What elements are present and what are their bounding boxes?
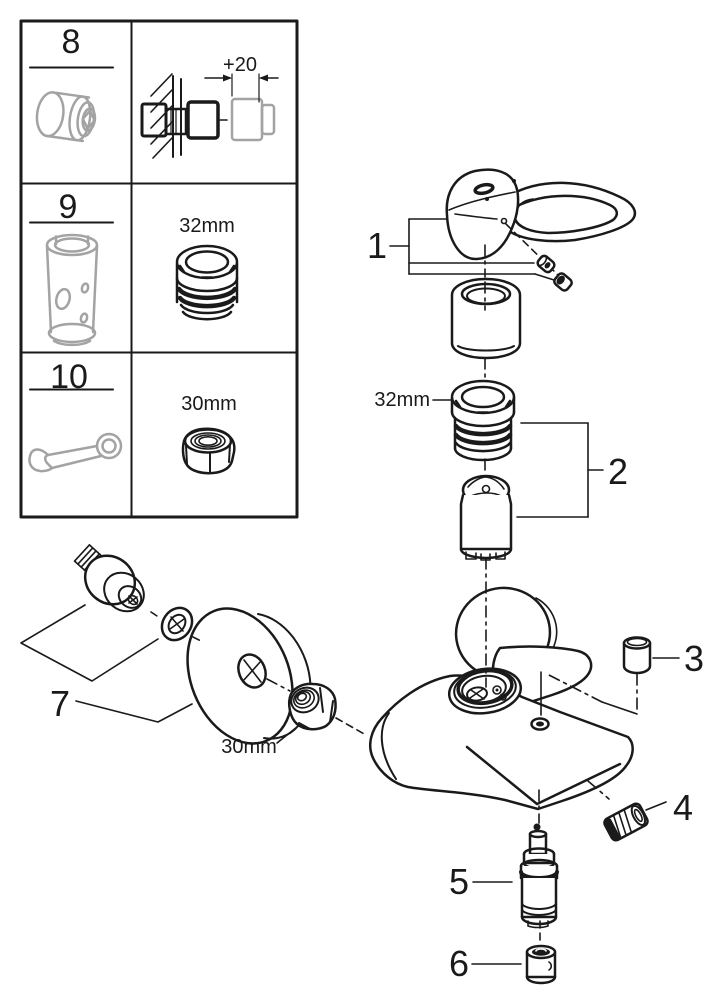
filter-washer-drawing xyxy=(160,606,194,642)
socket-sleeve-tool-icon xyxy=(45,233,99,347)
tool-table: 8 xyxy=(19,19,299,519)
handle-cap-drawing xyxy=(450,277,522,360)
union-nut-size-label: 30mm xyxy=(221,736,277,758)
union-nut-size-leader xyxy=(276,726,298,744)
callout-5: 5 xyxy=(449,861,469,902)
callout-6: 6 xyxy=(449,943,469,984)
wall-mount-extension-diagram-icon: +20 xyxy=(140,54,279,159)
diverter-cartridge-drawing xyxy=(519,823,559,929)
cartridge-ring-nut-icon xyxy=(175,244,239,321)
callout-2: 2 xyxy=(608,451,628,492)
lever-handle-drawing xyxy=(445,168,637,261)
extension-dimension-label: +20 xyxy=(223,54,257,76)
callout-4: 4 xyxy=(673,787,693,828)
cartridge-nut-size-label: 32mm xyxy=(374,389,430,411)
hex-nut-icon xyxy=(181,427,236,475)
s-union-drawing xyxy=(73,544,145,613)
cartridge-drawing xyxy=(459,474,513,561)
handle-screw-drawing xyxy=(536,254,556,274)
table-item-number-9: 9 xyxy=(59,188,78,226)
exploded-view: 1 2 3 4 5 6 7 32mm 30mm xyxy=(20,168,704,985)
ring-nut-size-label: 32mm xyxy=(179,215,235,237)
callout-3: 3 xyxy=(684,638,704,679)
open-end-wrench-icon xyxy=(28,432,123,473)
callout-2-leader xyxy=(516,422,604,518)
aerator-insert-drawing xyxy=(603,802,649,842)
hex-nut-size-label: 30mm xyxy=(181,393,237,415)
handle-plug-drawing xyxy=(553,272,573,292)
ring-nut-drawing xyxy=(450,379,516,462)
callout-7: 7 xyxy=(50,683,70,724)
union-nut-drawing xyxy=(288,682,337,731)
callouts: 1 2 3 4 5 6 7 32mm 30mm xyxy=(20,218,704,984)
stop-ring-hole xyxy=(530,717,550,731)
faucet-body-drawing xyxy=(369,586,634,811)
callout-1: 1 xyxy=(367,225,387,266)
axis-lines xyxy=(150,223,638,945)
stop-ring-plug-drawing xyxy=(622,636,652,675)
table-item-number-8: 8 xyxy=(62,23,81,61)
cartridge-seat xyxy=(447,667,523,715)
extension-coupling-icon xyxy=(35,91,97,143)
callout-1-leader xyxy=(389,218,555,281)
callout-4-leader xyxy=(645,801,667,811)
check-valve-drawing xyxy=(525,944,557,985)
callout-7-leader xyxy=(20,604,193,723)
